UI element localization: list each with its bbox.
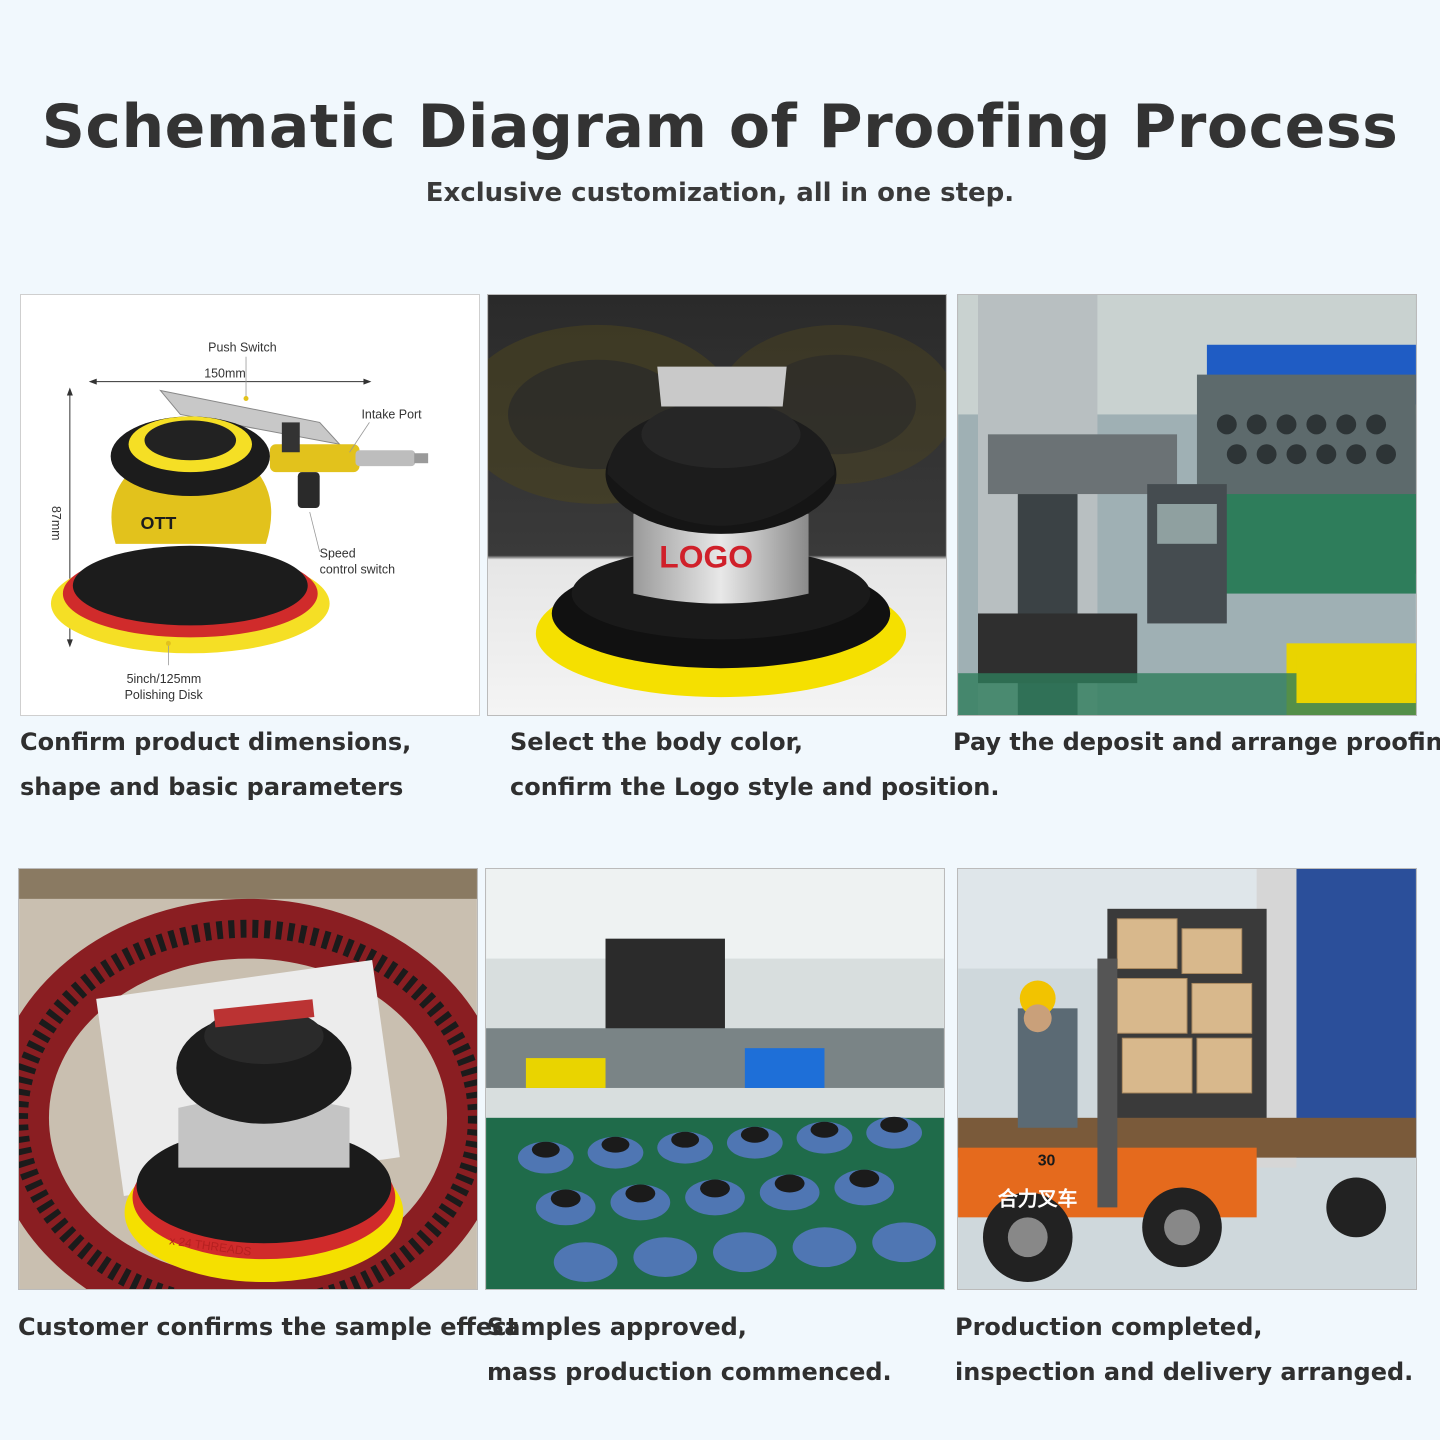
step-3-caption: Pay the deposit and arrange proofing.	[953, 720, 1440, 765]
step-5-caption: Samples approved, mass production commen…	[487, 1305, 892, 1395]
step-1-line2: shape and basic parameters	[20, 773, 404, 801]
proofing-machine-photo	[958, 295, 1416, 715]
label-push-switch: Push Switch	[208, 341, 277, 355]
label-disk-2: Polishing Disk	[125, 688, 204, 702]
forklift-model-text: 30	[1038, 1153, 1056, 1170]
sander-dimension-diagram: OTT Push Switch 150mm Intake Port 87mm S…	[21, 295, 479, 715]
delivery-forklift-photo: 30 合力叉车	[958, 869, 1416, 1289]
step-5-line2: mass production commenced.	[487, 1358, 892, 1386]
label-height: 87mm	[49, 506, 63, 541]
label-speed-2: control switch	[320, 563, 395, 577]
step-5-line1: Samples approved,	[487, 1313, 747, 1341]
step-4-line1: Customer confirms the sample effect	[18, 1313, 518, 1341]
label-disk-1: 5inch/125mm	[127, 672, 202, 686]
step-2-line1: Select the body color,	[510, 728, 804, 756]
step-3-line1: Pay the deposit and arrange proofing.	[953, 728, 1440, 756]
sample-hose-photo: x 24 THREADS	[19, 869, 477, 1289]
step-4-image: x 24 THREADS	[18, 868, 478, 1290]
brand-text: OTT	[141, 513, 177, 533]
step-5-image	[485, 868, 945, 1290]
step-1-caption: Confirm product dimensions, shape and ba…	[20, 720, 411, 810]
step-1-image: OTT Push Switch 150mm Intake Port 87mm S…	[20, 294, 480, 716]
step-6-line1: Production completed,	[955, 1313, 1263, 1341]
logo-text: LOGO	[659, 539, 753, 575]
step-3-image	[957, 294, 1417, 716]
step-6-caption: Production completed, inspection and del…	[955, 1305, 1413, 1395]
page-title: Schematic Diagram of Proofing Process	[41, 92, 1399, 162]
logo-sander-photo: LOGO	[488, 295, 946, 715]
label-speed-1: Speed	[320, 547, 356, 561]
step-1-line1: Confirm product dimensions,	[20, 728, 412, 756]
step-2-caption: Select the body color, confirm the Logo …	[510, 720, 999, 810]
label-intake-port: Intake Port	[361, 407, 422, 421]
step-2-image: LOGO	[487, 294, 947, 716]
mass-production-photo	[486, 869, 944, 1289]
step-2-line2: confirm the Logo style and position.	[510, 773, 1000, 801]
label-width: 150mm	[204, 367, 245, 381]
step-6-line2: inspection and delivery arranged.	[955, 1358, 1414, 1386]
step-6-image: 30 合力叉车	[957, 868, 1417, 1290]
page-subtitle: Exclusive customization, all in one step…	[425, 178, 1015, 208]
forklift-brand-text: 合力叉车	[998, 1186, 1078, 1210]
step-4-caption: Customer confirms the sample effect	[18, 1305, 518, 1350]
